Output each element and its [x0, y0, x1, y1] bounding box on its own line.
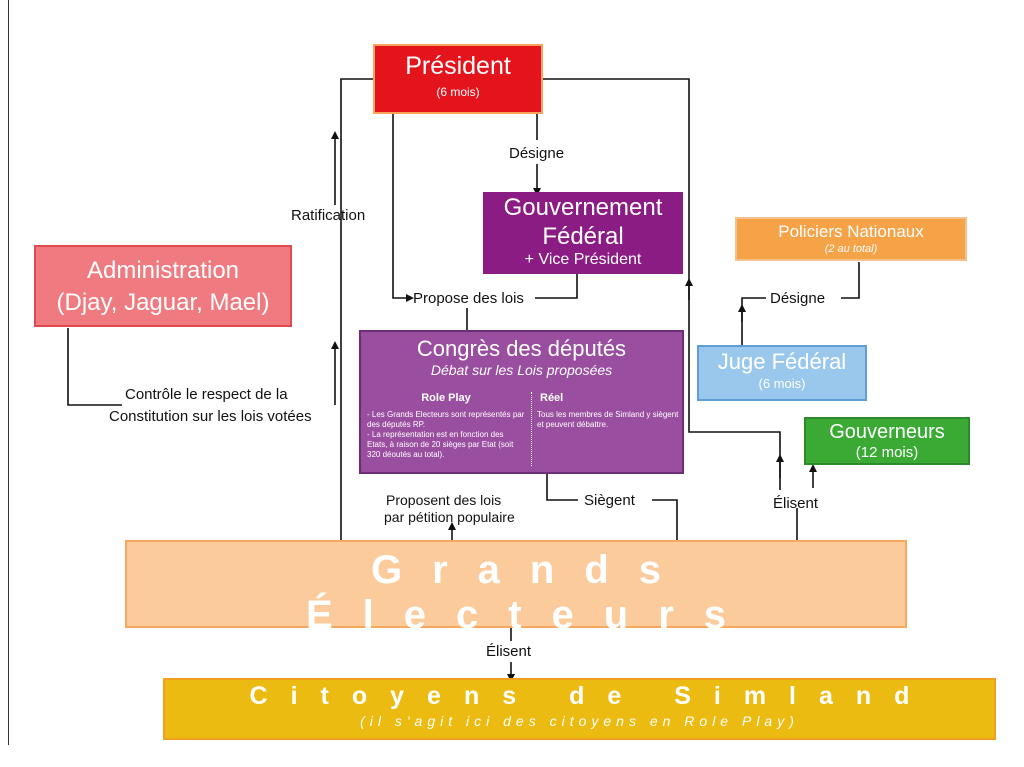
citoyens-title: Citoyens de Simland: [249, 682, 933, 710]
congres-reel-col: Réel Tous les membres de Simland y siège…: [537, 392, 682, 430]
label-proposent-2: par pétition populaire: [384, 509, 515, 525]
juge-term: (6 mois): [758, 376, 806, 391]
label-ratification: Ratification: [291, 207, 366, 224]
reel-heading: Réel: [540, 392, 564, 404]
citoyens-sub: (il s'agit ici des citoyens en Role Play…: [360, 713, 799, 729]
label-controle-1: Contrôle le respect de la: [125, 386, 288, 403]
gouverneurs-box: Gouverneurs (12 mois): [804, 417, 970, 465]
president-title: Président: [405, 52, 511, 80]
grands-electeurs-title: Grands Électeurs: [305, 548, 757, 637]
edge-president-down-propose: [392, 114, 414, 302]
gouvernement-box: Gouvernement Fédéral + Vice Président: [483, 192, 683, 274]
administration-members: (Djay, Jaguar, Mael): [56, 289, 270, 316]
label-elisent-1: Élisent: [773, 495, 819, 512]
roleplay-text-1: - Les Grands Electeurs sont représentés …: [367, 410, 525, 429]
gouvernement-sub: + Vice Président: [524, 251, 642, 268]
grands-electeurs-sub: (Nous, membres du forum): [414, 644, 618, 663]
policiers-count: (2 au total): [824, 243, 878, 255]
gouverneurs-term: (12 mois): [855, 444, 919, 461]
juge-title: Juge Fédéral: [717, 349, 847, 374]
roleplay-text-2: - La représentation est en fonction des …: [367, 430, 514, 459]
label-proposent-1: Proposent des lois: [386, 492, 502, 508]
roleplay-heading: Role Play: [421, 392, 471, 404]
edge-siegent-left: [546, 474, 578, 501]
policiers-box: Policiers Nationaux (2 au total): [735, 217, 967, 261]
edge-propose-right: [535, 274, 578, 299]
congres-divider: [531, 392, 532, 466]
edge-siegent-right: [652, 499, 678, 540]
edge-president-left: [340, 78, 373, 550]
administration-box: Administration (Djay, Jaguar, Mael): [34, 245, 292, 327]
label-designe-2: Désigne: [770, 290, 826, 307]
congres-sub: Débat sur les Lois proposées: [430, 362, 613, 378]
president-box: Président (6 mois): [373, 44, 543, 114]
policiers-title: Policiers Nationaux: [778, 222, 924, 241]
reel-text: Tous les membres de Simland y siègent et…: [537, 410, 679, 429]
label-siegent: Siègent: [584, 492, 635, 509]
edge-president-right: [543, 78, 781, 490]
edge-designe2-right: [841, 262, 860, 299]
label-designe-1: Désigne: [509, 145, 565, 162]
label-propose-lois: Propose des lois: [413, 290, 524, 307]
gouvernement-title-2: Fédéral: [542, 223, 624, 250]
label-controle-2: Constitution sur les lois votées: [109, 408, 312, 425]
gouvernement-title-1: Gouvernement: [503, 194, 663, 221]
juge-box: Juge Fédéral (6 mois): [697, 345, 867, 401]
edge-admin-down: [67, 328, 122, 406]
left-border-line: [8, 0, 9, 745]
label-elisent-2: Élisent: [486, 643, 532, 660]
gouverneurs-title: Gouverneurs: [829, 421, 945, 443]
congres-roleplay-col: Role Play - Les Grands Electeurs sont re…: [367, 392, 525, 460]
congres-box: Congrès des députés Débat sur les Lois p…: [359, 330, 684, 474]
administration-title: Administration: [86, 257, 240, 284]
citoyens-box: Citoyens de Simland (il s'agit ici des c…: [163, 678, 996, 740]
edge-designe2-up: [741, 297, 766, 345]
grands-electeurs-box: Grands Électeurs (Nous, membres du forum…: [125, 540, 907, 663]
president-term: (6 mois): [436, 85, 480, 99]
congres-title: Congrès des députés: [416, 336, 627, 361]
